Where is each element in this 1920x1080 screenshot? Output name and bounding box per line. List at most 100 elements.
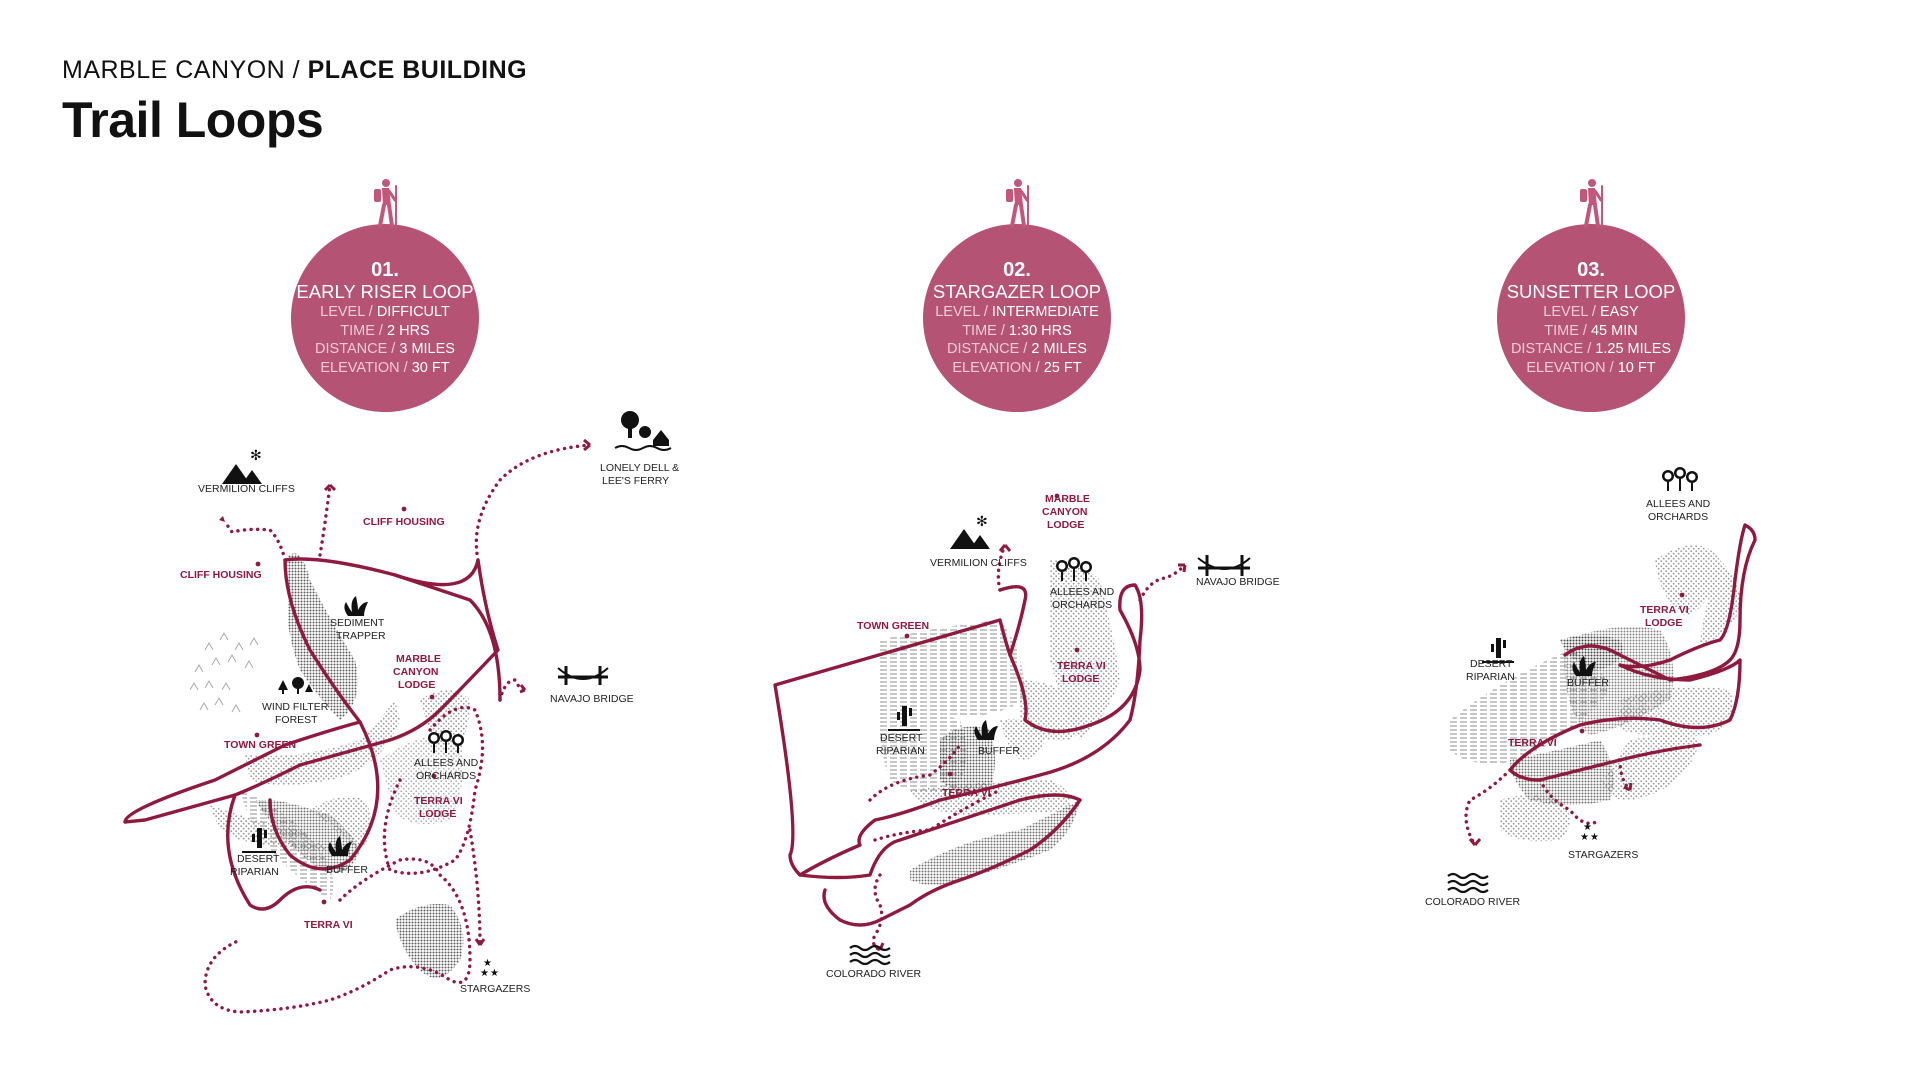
dotted-route	[1538, 778, 1602, 825]
bridge-icon	[557, 666, 609, 685]
label-riparian: RIPARIAN	[1466, 671, 1515, 683]
cactus-icon	[1482, 638, 1514, 663]
svg-text:★: ★	[483, 958, 492, 969]
label-navajo-bridge: NAVAJO BRIDGE	[1196, 576, 1280, 588]
label-navajo-bridge: NAVAJO BRIDGE	[550, 693, 634, 705]
label-lodge: LODGE	[398, 679, 435, 691]
loop-badge-2: 02. STARGAZER LOOP LEVEL / INTERMEDIATE …	[917, 178, 1117, 412]
label-stargazers: STARGAZERS	[1568, 849, 1638, 861]
shrub-icon	[974, 720, 998, 740]
label-lodge: LODGE	[1645, 617, 1682, 629]
river-icon	[849, 944, 891, 966]
shrub-icon	[344, 596, 368, 616]
trail-segment	[1508, 658, 1742, 782]
svg-text:✻: ✻	[976, 514, 988, 530]
label-desert: DESERT	[1470, 658, 1513, 670]
trail-segment	[226, 793, 322, 911]
tree-icon	[428, 730, 464, 753]
map-sunsetter: ★★★ ALLEES AND ORCHARDS TERRA VI LODGE D…	[1425, 467, 1757, 908]
label-canyon: CANYON	[1042, 506, 1088, 518]
page-title: Trail Loops	[62, 92, 324, 148]
trail-loop	[773, 583, 1144, 877]
loop-info-circle: 03. SUNSETTER LOOP LEVEL / EASY TIME / 4…	[1497, 224, 1685, 412]
trail-loop	[123, 557, 500, 824]
svg-text:★: ★	[1590, 832, 1599, 843]
label-desert: DESERT	[237, 853, 280, 865]
label-colorado-river: COLORADO RIVER	[826, 968, 922, 980]
loop-info-circle: 01. EARLY RISER LOOP LEVEL / DIFFICULT T…	[291, 224, 479, 412]
breadcrumb: MARBLE CANYON / PLACE BUILDING	[62, 56, 527, 85]
label-orchards: ORCHARDS	[1648, 511, 1708, 523]
svg-text:★: ★	[1583, 822, 1592, 833]
label-orchards: ORCHARDS	[1052, 599, 1112, 611]
stat-elevation: ELEVATION / 30 FT	[320, 359, 450, 376]
breadcrumb-project: MARBLE CANYON /	[62, 56, 308, 84]
label-riparian: RIPARIAN	[876, 745, 925, 757]
label-lonely-dell: LONELY DELL &	[600, 462, 679, 474]
wind-filter-forest-texture	[189, 631, 259, 713]
hiker-icon	[1006, 179, 1029, 228]
trail-segment	[268, 720, 380, 871]
terrain-texture	[878, 560, 1120, 885]
stat-level: LEVEL / INTERMEDIATE	[935, 304, 1099, 320]
bridge-icon	[1197, 555, 1251, 576]
svg-text:★: ★	[490, 968, 499, 979]
label-stargazers: STARGAZERS	[460, 983, 530, 995]
dotted-route	[468, 828, 482, 947]
river-icon	[1447, 872, 1489, 894]
label-trapper: TRAPPER	[336, 630, 386, 642]
label-terra-vi-lodge: TERRA VI	[1640, 604, 1689, 616]
label-vermilion-cliffs: VERMILION CLIFFS	[198, 483, 295, 495]
label-town-green: TOWN GREEN	[857, 620, 929, 632]
tree-icon	[1662, 467, 1698, 491]
label-forest: FOREST	[275, 714, 318, 726]
label-allees: ALLEES AND	[414, 757, 479, 769]
page-header: MARBLE CANYON / PLACE BUILDING Trail Loo…	[62, 56, 527, 149]
hiker-icon	[374, 179, 397, 228]
dotted-route	[318, 483, 332, 557]
label-colorado-river: COLORADO RIVER	[1425, 896, 1521, 908]
label-terra-vi: TERRA VI	[1508, 737, 1557, 749]
shrub-icon	[328, 836, 352, 856]
label-canyon: CANYON	[393, 666, 439, 678]
loop-badge-1: 01. EARLY RISER LOOP LEVEL / DIFFICULT T…	[285, 178, 485, 412]
stat-distance: DISTANCE / 1.25 MILES	[1510, 341, 1672, 357]
stat-level: LEVEL / EASY	[1543, 304, 1639, 320]
trail-segment	[798, 793, 1082, 880]
label-terra-vi: TERRA VI	[942, 787, 991, 799]
label-buffer: BUFFER	[1567, 677, 1609, 689]
stat-level: LEVEL / DIFFICULT	[320, 304, 450, 320]
stat-time: TIME / 1:30 HRS	[962, 322, 1072, 339]
map-stargazer: ✻ MARBLE CANYON LODGE VERMILION CLIFFS A…	[773, 493, 1280, 980]
loop-badge-3: 03. SUNSETTER LOOP LEVEL / EASY TIME / 4…	[1491, 178, 1691, 412]
svg-text:✻: ✻	[250, 448, 262, 464]
map-early-riser: ✻	[123, 411, 679, 1014]
label-terra-vi-lodge: TERRA VI	[1057, 660, 1106, 672]
dotted-route	[474, 443, 592, 562]
label-buffer: BUFFER	[978, 745, 1020, 757]
dotted-route	[382, 705, 485, 876]
loop-name: STARGAZER LOOP	[932, 281, 1102, 302]
stat-distance: DISTANCE / 3 MILES	[315, 341, 455, 357]
label-marble: MARBLE	[396, 653, 441, 665]
stars-icon: ★★★	[1580, 822, 1599, 843]
tree-icon	[1056, 557, 1092, 581]
label-lodge: LODGE	[419, 808, 456, 820]
label-lodge: LODGE	[1062, 673, 1099, 685]
trail-segment	[822, 798, 1082, 927]
cactus-icon	[242, 828, 276, 853]
loop-number: 03.	[1577, 259, 1605, 281]
label-desert: DESERT	[880, 732, 923, 744]
mountain-icon: ✻	[222, 448, 262, 484]
label-wind-filter: WIND FILTER	[262, 701, 329, 713]
dotted-route	[868, 743, 962, 802]
label-sediment: SEDIMENT	[330, 617, 385, 629]
breadcrumb-section: PLACE BUILDING	[307, 56, 528, 84]
label-vermilion-cliffs: VERMILION CLIFFS	[930, 557, 1027, 569]
dotted-route	[498, 678, 527, 702]
shrub-icon	[1572, 656, 1596, 676]
stat-elevation: ELEVATION / 25 FT	[952, 359, 1082, 376]
loop-name: SUNSETTER LOOP	[1506, 281, 1676, 302]
tree-house-icon	[614, 411, 672, 451]
